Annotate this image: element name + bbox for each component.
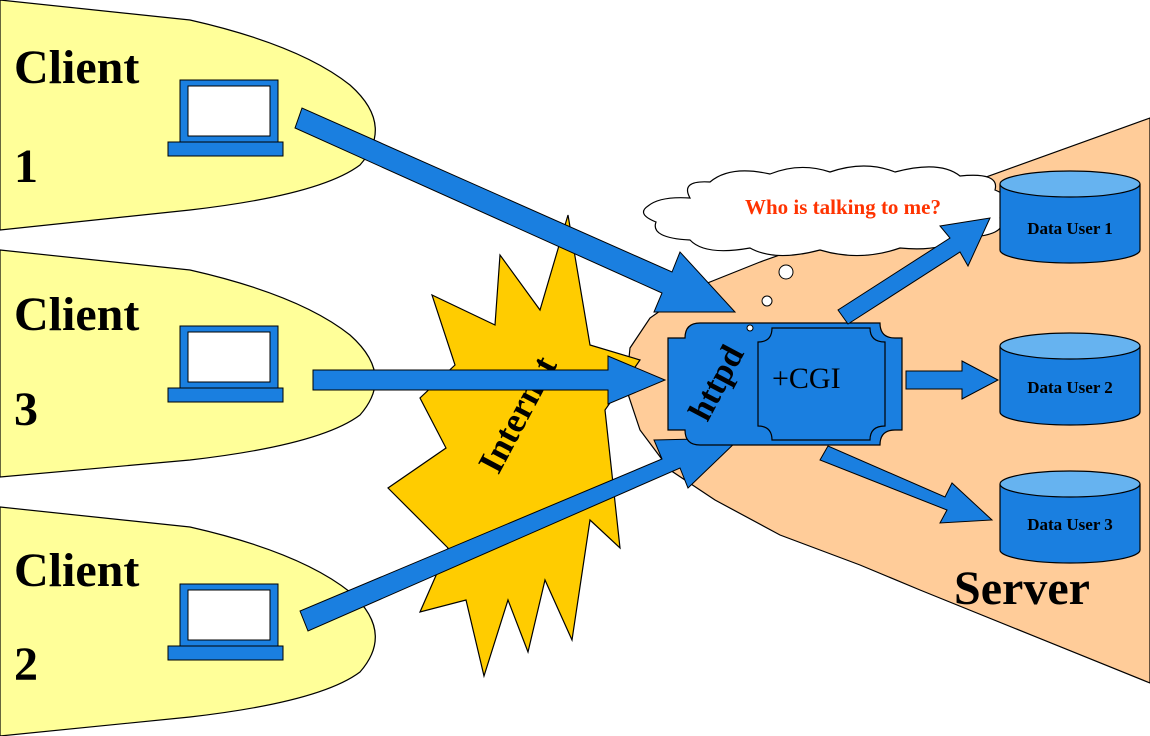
arrow-httpd-to-data-user-1 [837, 217, 991, 325]
client-1-label: Client [14, 41, 139, 94]
laptop-icon [167, 325, 284, 403]
arrow-httpd-to-data-user-3 [819, 445, 994, 524]
client-2-label: Client [14, 544, 139, 597]
server-label: Server [954, 562, 1090, 615]
thought-bubble-dot [778, 264, 794, 280]
client-2-number: 2 [14, 638, 38, 691]
laptop-icon [167, 79, 284, 157]
cgi-label: +CGI [772, 362, 841, 395]
arrow-client-1-to-httpd [294, 107, 737, 313]
arrow-client-3-to-httpd [312, 355, 667, 405]
thought-text: Who is talking to me? [745, 195, 941, 219]
httpd-cgi-box [667, 322, 903, 446]
thought-bubble-dot [746, 324, 754, 332]
arrow-client-2-to-httpd [299, 437, 742, 632]
thought-bubble-dot [761, 295, 773, 307]
database-icon [999, 332, 1141, 426]
database-label-3: Data User 3 [1027, 515, 1113, 534]
database-label-2: Data User 2 [1027, 378, 1113, 397]
laptop-icon [167, 583, 284, 661]
client-1-number: 1 [14, 140, 38, 193]
database-icon [999, 470, 1141, 564]
client-3-number: 3 [14, 383, 38, 436]
arrow-httpd-to-data-user-2 [905, 360, 1000, 400]
client-3-label: Client [14, 288, 139, 341]
thought-cloud [642, 165, 1010, 257]
database-icon [999, 170, 1141, 264]
database-label-1: Data User 1 [1027, 219, 1113, 238]
